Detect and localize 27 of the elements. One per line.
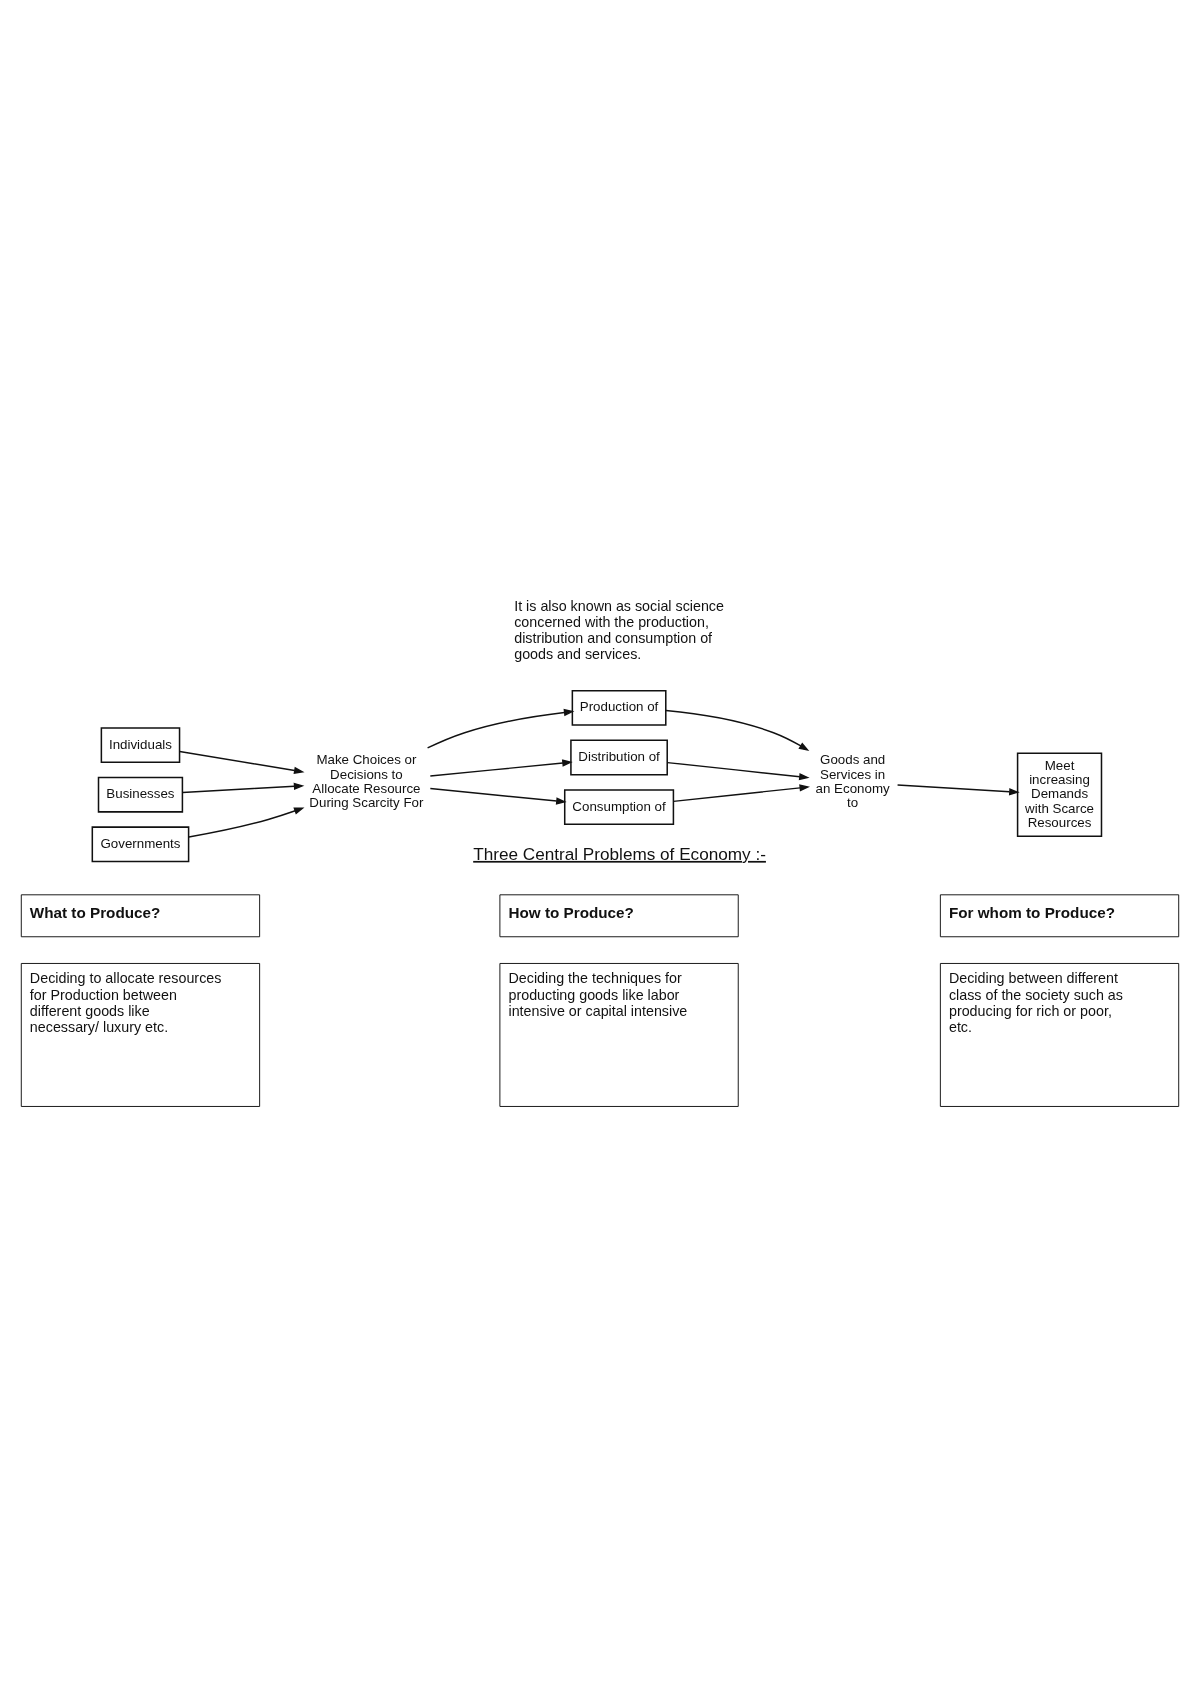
arrow [672, 784, 810, 803]
node-box: Governments [91, 826, 190, 863]
node-box: Consumption of [563, 789, 675, 826]
arrow [188, 807, 305, 838]
arrow [181, 782, 305, 794]
arrow [896, 784, 1020, 796]
arrow [178, 750, 305, 775]
arrow [429, 787, 567, 805]
label: Three Central Problems of Economy :- [473, 843, 766, 864]
arrow [666, 761, 810, 781]
label: It is also known as social science concerned with the production, distribution and consumption of goods and services. [514, 597, 724, 663]
node-box: Businesses [97, 776, 184, 813]
label: What to Produce? [29, 904, 161, 922]
node-box: Distribution of [570, 739, 668, 776]
label: Deciding to allocate resources for Production between different goods like necessary/ luxury etc. [29, 970, 222, 1036]
node-box: Meet increasing Demands with Scarce Resources [1016, 752, 1103, 837]
arrow [426, 708, 575, 749]
label: Deciding between different class of the society such as producing for rich or poor, etc. [948, 970, 1123, 1036]
arrow [665, 709, 810, 752]
node-box: Production of [571, 690, 667, 726]
label: For whom to Produce? [948, 904, 1116, 922]
node-text: Make Choices or Decisions to Allocate Resource During Scarcity For [309, 752, 424, 811]
arrow [429, 759, 573, 777]
label: Deciding the techniques for producting goods like labor intensive or capital intensive [508, 970, 688, 1019]
node-box: Individuals [100, 727, 181, 764]
label: How to Produce? [508, 904, 634, 922]
node-text: Goods and Services in an Economy to [815, 752, 890, 811]
